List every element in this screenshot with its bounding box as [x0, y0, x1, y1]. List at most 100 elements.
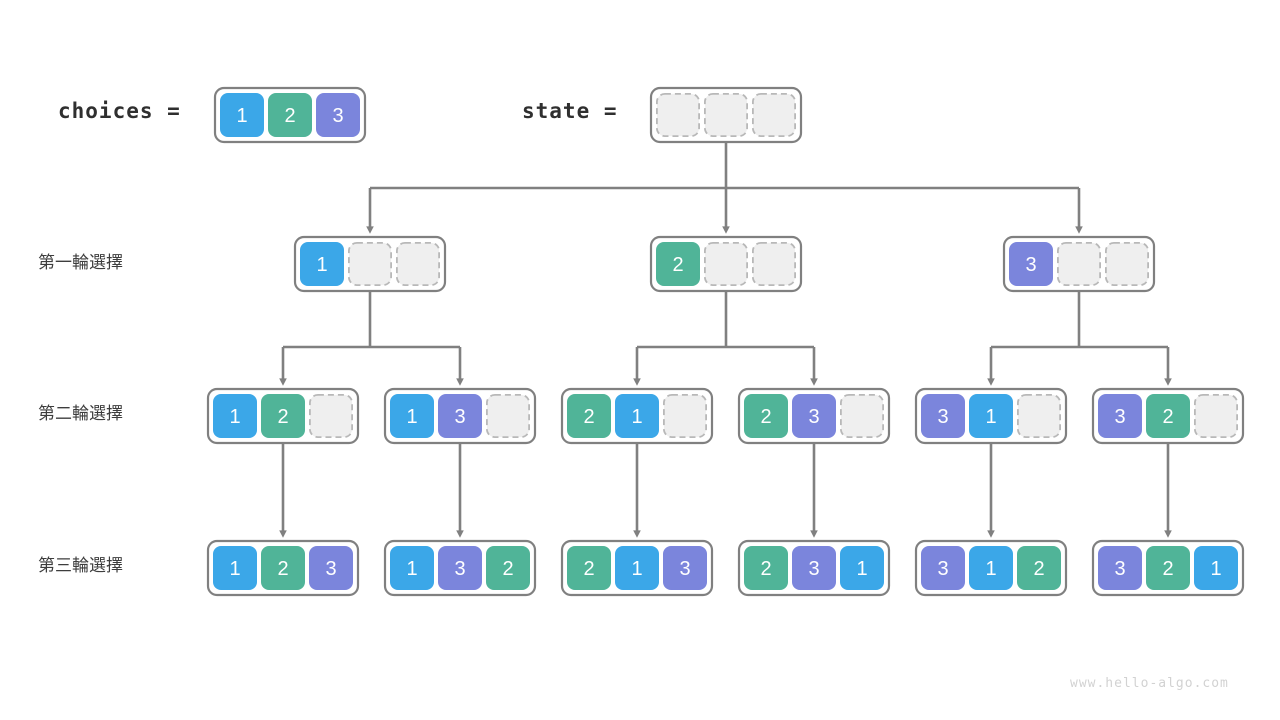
round2-node-1-cell-1-filled [438, 394, 482, 438]
round3-node-5-cell-2-value: 1 [1210, 558, 1221, 580]
round3-node-1-cell-0-filled [390, 546, 434, 590]
round3-node-1-cell-1-filled [438, 546, 482, 590]
round2-node-1-cell-2-empty [485, 393, 530, 438]
round3-node-5-cell-2-filled [1194, 546, 1238, 590]
choices-array-cell-1-filled [268, 93, 312, 137]
round3-node-1-cell-0-value: 1 [406, 558, 417, 580]
round1-node-2-cell-0-filled [1009, 242, 1053, 286]
round3-node-0-cell-1-value: 2 [277, 558, 288, 580]
round2-node-4-cell-0-value: 3 [937, 406, 948, 428]
round2-node-2-cell-1-filled [615, 394, 659, 438]
round2-node-2-cell-1-value: 1 [631, 406, 642, 428]
state-array [649, 86, 803, 144]
round2-node-4-cell-0-filled [921, 394, 965, 438]
round3-node-2-cell-0-filled [567, 546, 611, 590]
choices-array-cell-0-value: 1 [236, 105, 247, 127]
round2-node-0-cell-0-filled [213, 394, 257, 438]
round3-node-0-cell-2-value: 3 [325, 558, 336, 580]
round3-node-2: 2 1 3 [560, 539, 714, 597]
round2-node-2-cell-2-empty [663, 393, 708, 438]
round3-node-5-cell-1-filled [1146, 546, 1190, 590]
round1-node-1-cell-1-empty [704, 241, 749, 286]
round1-node-0-cell-1-empty [347, 241, 392, 286]
round2-node-2-cell-0-filled [567, 394, 611, 438]
round2-node-3-cell-0-value: 2 [760, 406, 771, 428]
state-array-cell-0-empty [656, 93, 701, 138]
round3-node-5: 3 2 1 [1091, 539, 1245, 597]
round2-node-1-cell-0-filled [390, 394, 434, 438]
round1-node-1-cell-2-empty [752, 241, 797, 286]
state-array-cell-2-empty [752, 93, 797, 138]
round3-node-3-cell-1-filled [792, 546, 836, 590]
round3-node-0-cell-0-value: 1 [229, 558, 240, 580]
round2-node-3-cell-2-empty [840, 393, 885, 438]
round3-node-5-cell-1-value: 2 [1162, 558, 1173, 580]
round2-node-2-cell-0-value: 2 [583, 406, 594, 428]
round3-node-3: 2 3 1 [737, 539, 891, 597]
choices-array-cell-2-value: 3 [332, 105, 343, 127]
choices-array: 1 2 3 [213, 86, 367, 144]
round3-node-3-cell-2-value: 1 [856, 558, 867, 580]
round3-node-2-cell-2-filled [663, 546, 707, 590]
round3-node-4-cell-0-filled [921, 546, 965, 590]
round3-node-0: 1 2 3 [206, 539, 360, 597]
round3-node-5-cell-0-filled [1098, 546, 1142, 590]
round3-node-4-cell-2-value: 2 [1033, 558, 1044, 580]
choices-label: choices = [58, 99, 181, 123]
choices-array-cell-2-filled [316, 93, 360, 137]
round1-node-2-cell-0-value: 3 [1025, 254, 1036, 276]
row-label-round-3: 第三輪選擇 [38, 556, 123, 575]
round2-node-0-cell-0-value: 1 [229, 406, 240, 428]
round3-node-0-cell-1-filled [261, 546, 305, 590]
round2-node-1-cell-1-value: 3 [454, 406, 465, 428]
round3-node-3-cell-2-filled [840, 546, 884, 590]
round2-node-5-cell-1-value: 2 [1162, 406, 1173, 428]
round1-node-1-cell-0-value: 2 [672, 254, 683, 276]
round2-node-5-cell-0-filled [1098, 394, 1142, 438]
round3-node-1-cell-2-filled [486, 546, 530, 590]
round3-node-3-cell-1-value: 3 [808, 558, 819, 580]
round3-node-2-cell-2-value: 3 [679, 558, 690, 580]
round1-node-0-cell-0-value: 1 [316, 254, 327, 276]
round1-node-1-cell-0-filled [656, 242, 700, 286]
row-label-round-2: 第二輪選擇 [38, 404, 123, 423]
round2-node-3-cell-1-value: 3 [808, 406, 819, 428]
choices-array-cell-0-filled [220, 93, 264, 137]
round1-node-2-cell-2-empty [1105, 241, 1150, 286]
connector-layer [279, 142, 1172, 538]
round2-node-4-cell-1-value: 1 [985, 406, 996, 428]
round3-node-1: 1 3 2 [383, 539, 537, 597]
round3-node-5-cell-0-value: 3 [1114, 558, 1125, 580]
watermark: www.hello-algo.com [1070, 676, 1229, 691]
round3-node-4-cell-1-value: 1 [985, 558, 996, 580]
round1-node-0-cell-0-filled [300, 242, 344, 286]
round2-node-4-cell-1-filled [969, 394, 1013, 438]
round3-node-3-cell-0-filled [744, 546, 788, 590]
round3-node-2-cell-1-value: 1 [631, 558, 642, 580]
state-array-cell-1-empty [704, 93, 749, 138]
round3-node-2-cell-0-value: 2 [583, 558, 594, 580]
round1-node-2-cell-1-empty [1057, 241, 1102, 286]
round2-node-5-cell-1-filled [1146, 394, 1190, 438]
row-label-round-1: 第一輪選擇 [38, 253, 123, 272]
round3-node-0-cell-2-filled [309, 546, 353, 590]
choices-array-cell-1-value: 2 [284, 105, 295, 127]
round2-node-5-cell-0-value: 3 [1114, 406, 1125, 428]
round3-node-1-cell-2-value: 2 [502, 558, 513, 580]
round3-node-3-cell-0-value: 2 [760, 558, 771, 580]
round1-node-0: 1 [293, 235, 447, 293]
round2-node-0-cell-1-filled [261, 394, 305, 438]
round1-node-1: 2 [649, 235, 803, 293]
state-label: state = [522, 99, 618, 123]
round3-node-4-cell-1-filled [969, 546, 1013, 590]
round3-node-1-cell-1-value: 3 [454, 558, 465, 580]
